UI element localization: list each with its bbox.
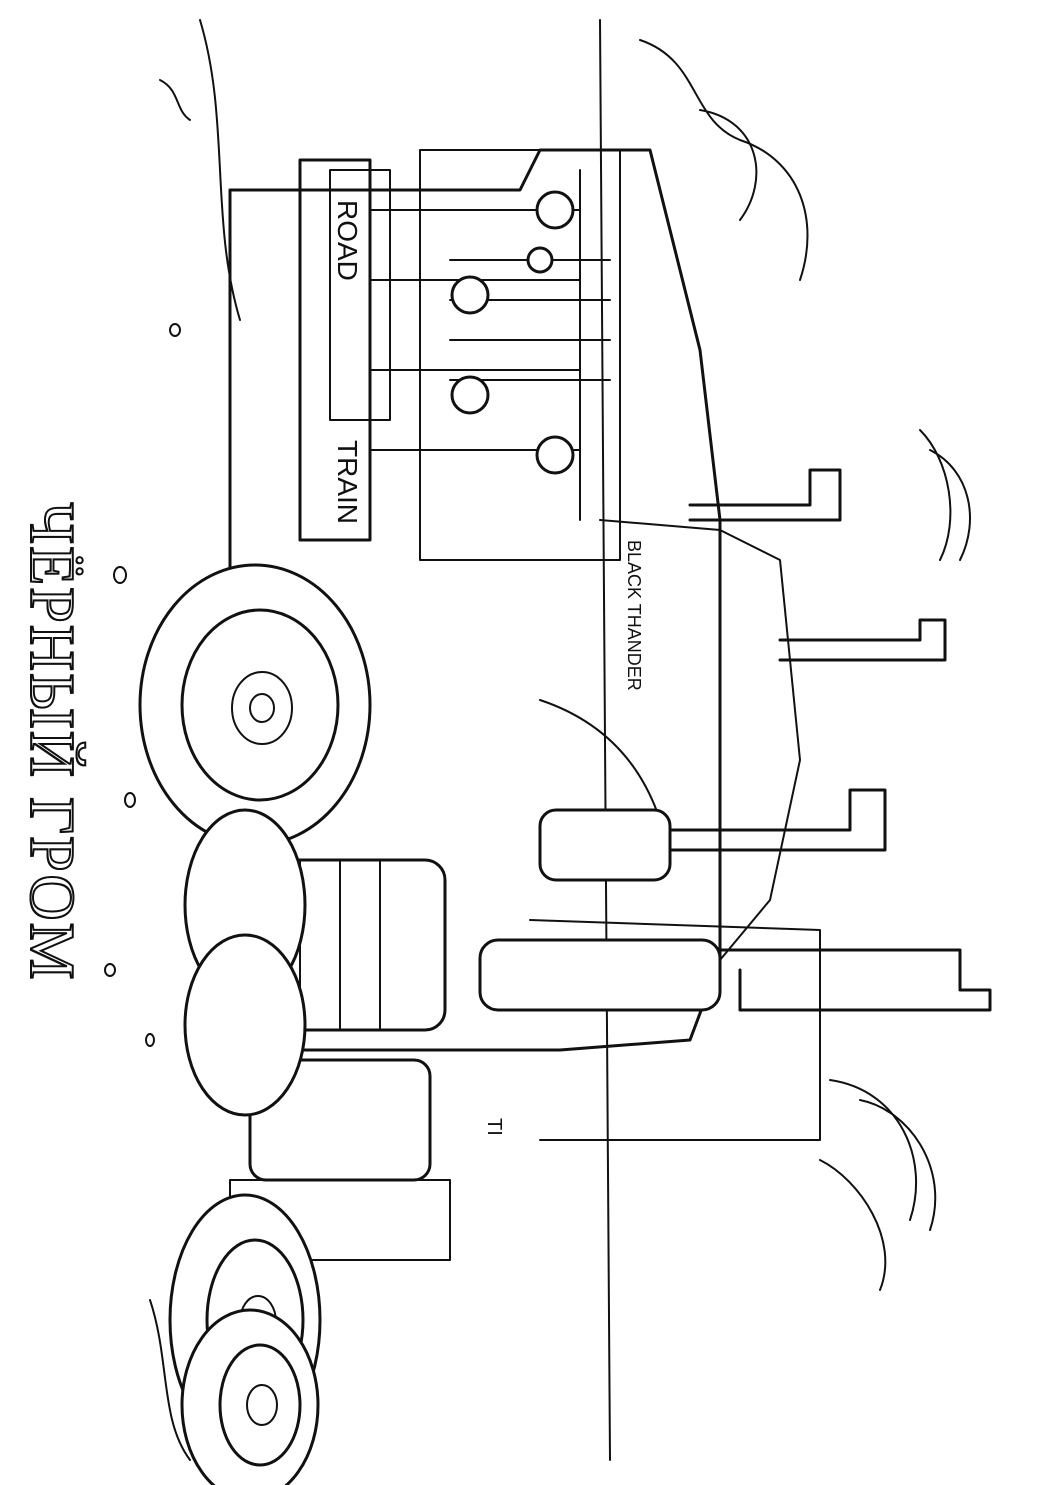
headlights xyxy=(450,190,575,475)
clouds xyxy=(639,39,971,1291)
bullbar-text-top: ROAD xyxy=(332,200,363,281)
pebbles xyxy=(104,323,181,1047)
rear-wheels xyxy=(168,808,322,1485)
side-text: BLACK THANDER xyxy=(624,540,644,691)
rear-badge: TI xyxy=(483,1118,505,1136)
exhaust-stacks xyxy=(478,468,992,1012)
chassis xyxy=(229,858,451,1261)
bullbar-text-bottom: TRAIN xyxy=(332,440,363,524)
front-wheel xyxy=(138,563,372,847)
